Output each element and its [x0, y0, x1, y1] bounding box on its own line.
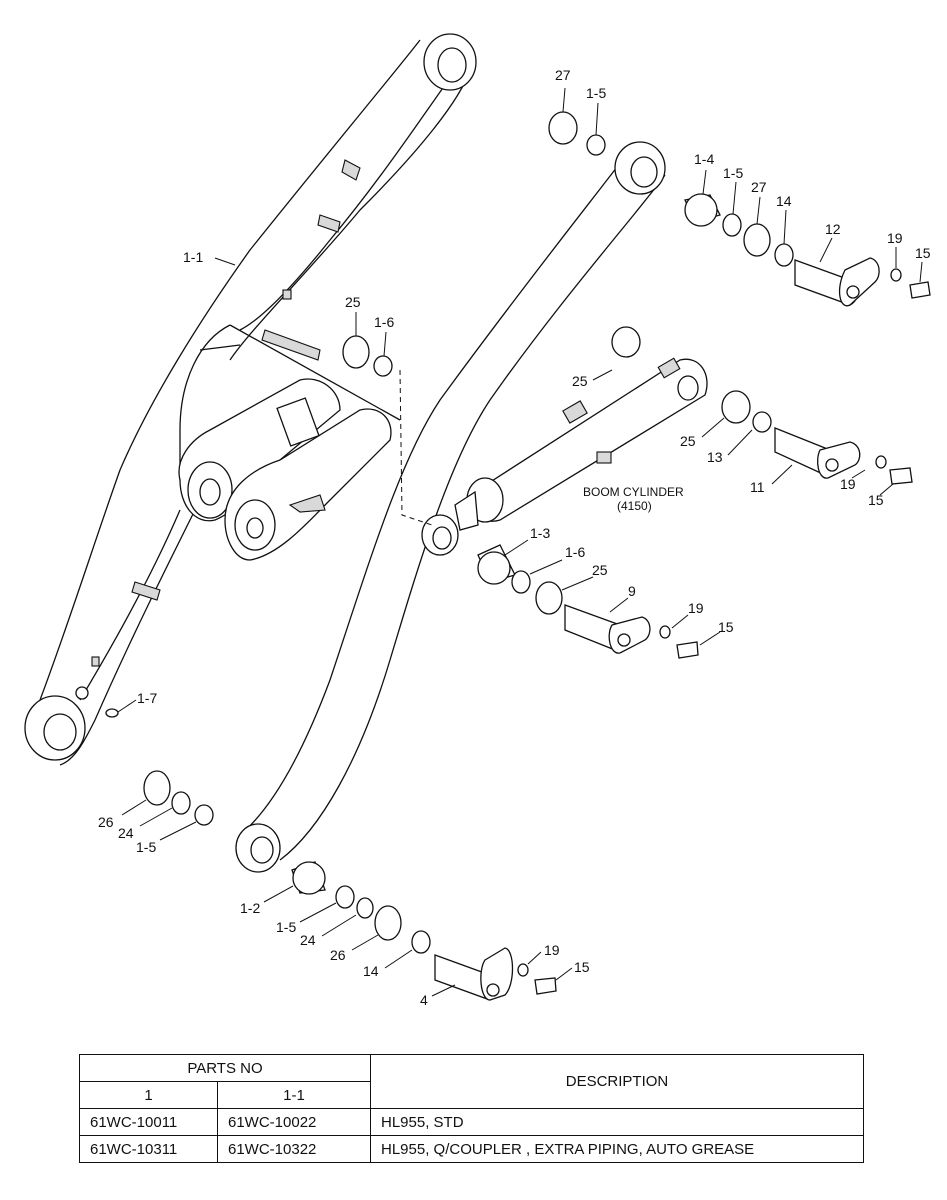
description-cell: HL955, STD	[370, 1108, 864, 1136]
description-header: DESCRIPTION	[370, 1054, 864, 1109]
part-col-1-1-header: 1-1	[217, 1081, 371, 1109]
callout: 1-5	[136, 839, 156, 855]
part-number-cell: 61WC-10322	[217, 1135, 371, 1163]
callout: 9	[628, 583, 636, 599]
part-col-1-header: 1	[79, 1081, 218, 1109]
callout: 19	[688, 600, 704, 616]
callout: 25	[345, 294, 361, 310]
table-row: 61WC-10311 61WC-10322 HL955, Q/COUPLER ,…	[79, 1135, 864, 1163]
table-row: 61WC-10011 61WC-10022 HL955, STD	[79, 1108, 864, 1136]
callout: 15	[718, 619, 734, 635]
table-header-row: PARTS NO DESCRIPTION	[79, 1054, 864, 1109]
callout: 14	[776, 193, 792, 209]
hardware-parts	[105, 111, 931, 1001]
callout: 14	[363, 963, 379, 979]
callout: 19	[887, 230, 903, 246]
callout: 13	[707, 449, 723, 465]
callout: 27	[751, 179, 767, 195]
callout-labels: 27 1-5 1-4 1-5 27 14 12 19 15 1-1 25 1-6…	[98, 67, 931, 1008]
callout: 1-6	[374, 314, 394, 330]
callout: 12	[825, 221, 841, 237]
part-number-cell: 61WC-10022	[217, 1108, 371, 1136]
boom-cross-tube	[91, 159, 401, 667]
left-boom-arm	[24, 33, 477, 766]
callout: 25	[680, 433, 696, 449]
callout: 26	[98, 814, 114, 830]
callout: 1-1	[183, 249, 203, 265]
callout: 11	[750, 479, 765, 495]
callout: 26	[330, 947, 346, 963]
callout: 19	[840, 476, 856, 492]
callout: 1-5	[586, 85, 606, 101]
callout: 15	[574, 959, 590, 975]
right-boom-arm	[235, 141, 666, 873]
part-number-cell: 61WC-10311	[79, 1135, 218, 1163]
callout: 19	[544, 942, 560, 958]
table-subheader-row: 1 1-1	[79, 1081, 864, 1109]
callout: 1-6	[565, 544, 585, 560]
callout: 1-2	[240, 900, 260, 916]
callout: 15	[868, 492, 884, 508]
callout: 24	[300, 932, 316, 948]
callout: 1-5	[723, 165, 743, 181]
leader-lines	[117, 87, 923, 997]
callout: 1-5	[276, 919, 296, 935]
callout: 1-7	[137, 690, 157, 706]
part-number-cell: 61WC-10011	[79, 1108, 218, 1136]
parts-table: PARTS NO DESCRIPTION 1 1-1 61WC-10011 61…	[79, 1054, 864, 1163]
callout: 24	[118, 825, 134, 841]
callout: 25	[572, 373, 588, 389]
callout: 25	[592, 562, 608, 578]
description-cell: HL955, Q/COUPLER , EXTRA PIPING, AUTO GR…	[370, 1135, 864, 1163]
callout: 15	[915, 245, 931, 261]
boom-cylinder-label: BOOM CYLINDER	[583, 485, 684, 499]
boom-cylinder-ref: (4150)	[617, 499, 652, 513]
boom-exploded-diagram: 27 1-5 1-4 1-5 27 14 12 19 15 1-1 25 1-6…	[24, 33, 931, 1008]
boom-cylinder	[454, 357, 708, 531]
parts-no-header: PARTS NO	[79, 1054, 371, 1082]
callout: 4	[420, 992, 428, 1008]
callout: 1-3	[530, 525, 550, 541]
callout: 27	[555, 67, 571, 83]
callout: 1-4	[694, 151, 714, 167]
